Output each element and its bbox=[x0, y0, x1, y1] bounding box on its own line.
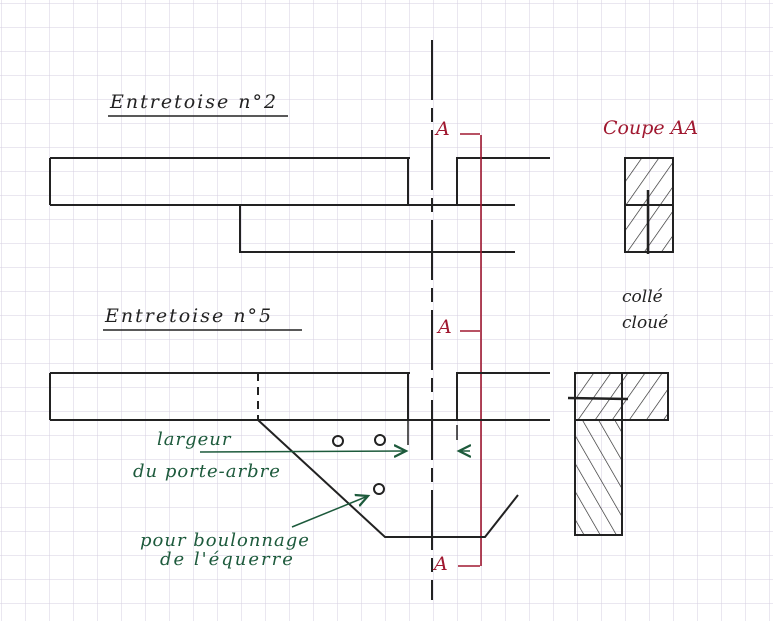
title-coupe-aa: Coupe AA bbox=[603, 117, 698, 139]
section-view-bracket bbox=[567, 372, 669, 536]
note-cloue: cloué bbox=[622, 313, 668, 333]
title-entretoise-2: Entretoise n°2 bbox=[109, 91, 278, 113]
note-equerre: de l'équerre bbox=[160, 549, 295, 570]
note-boulonnage: pour boulonnage bbox=[140, 530, 310, 551]
section-mark-a: A bbox=[434, 118, 450, 140]
entretoise-2-drawing bbox=[49, 157, 550, 253]
title-entretoise-5: Entretoise n°5 bbox=[104, 305, 273, 327]
width-dimension bbox=[199, 451, 470, 528]
section-mark-a: A bbox=[432, 553, 448, 575]
note-colle: collé bbox=[622, 287, 663, 307]
note-porte-arbre: du porte-arbre bbox=[133, 461, 281, 482]
section-view-glued bbox=[624, 157, 674, 254]
section-mark-a: A bbox=[436, 316, 452, 338]
note-largeur: largeur bbox=[157, 429, 232, 450]
entretoise-5-drawing bbox=[49, 372, 550, 538]
